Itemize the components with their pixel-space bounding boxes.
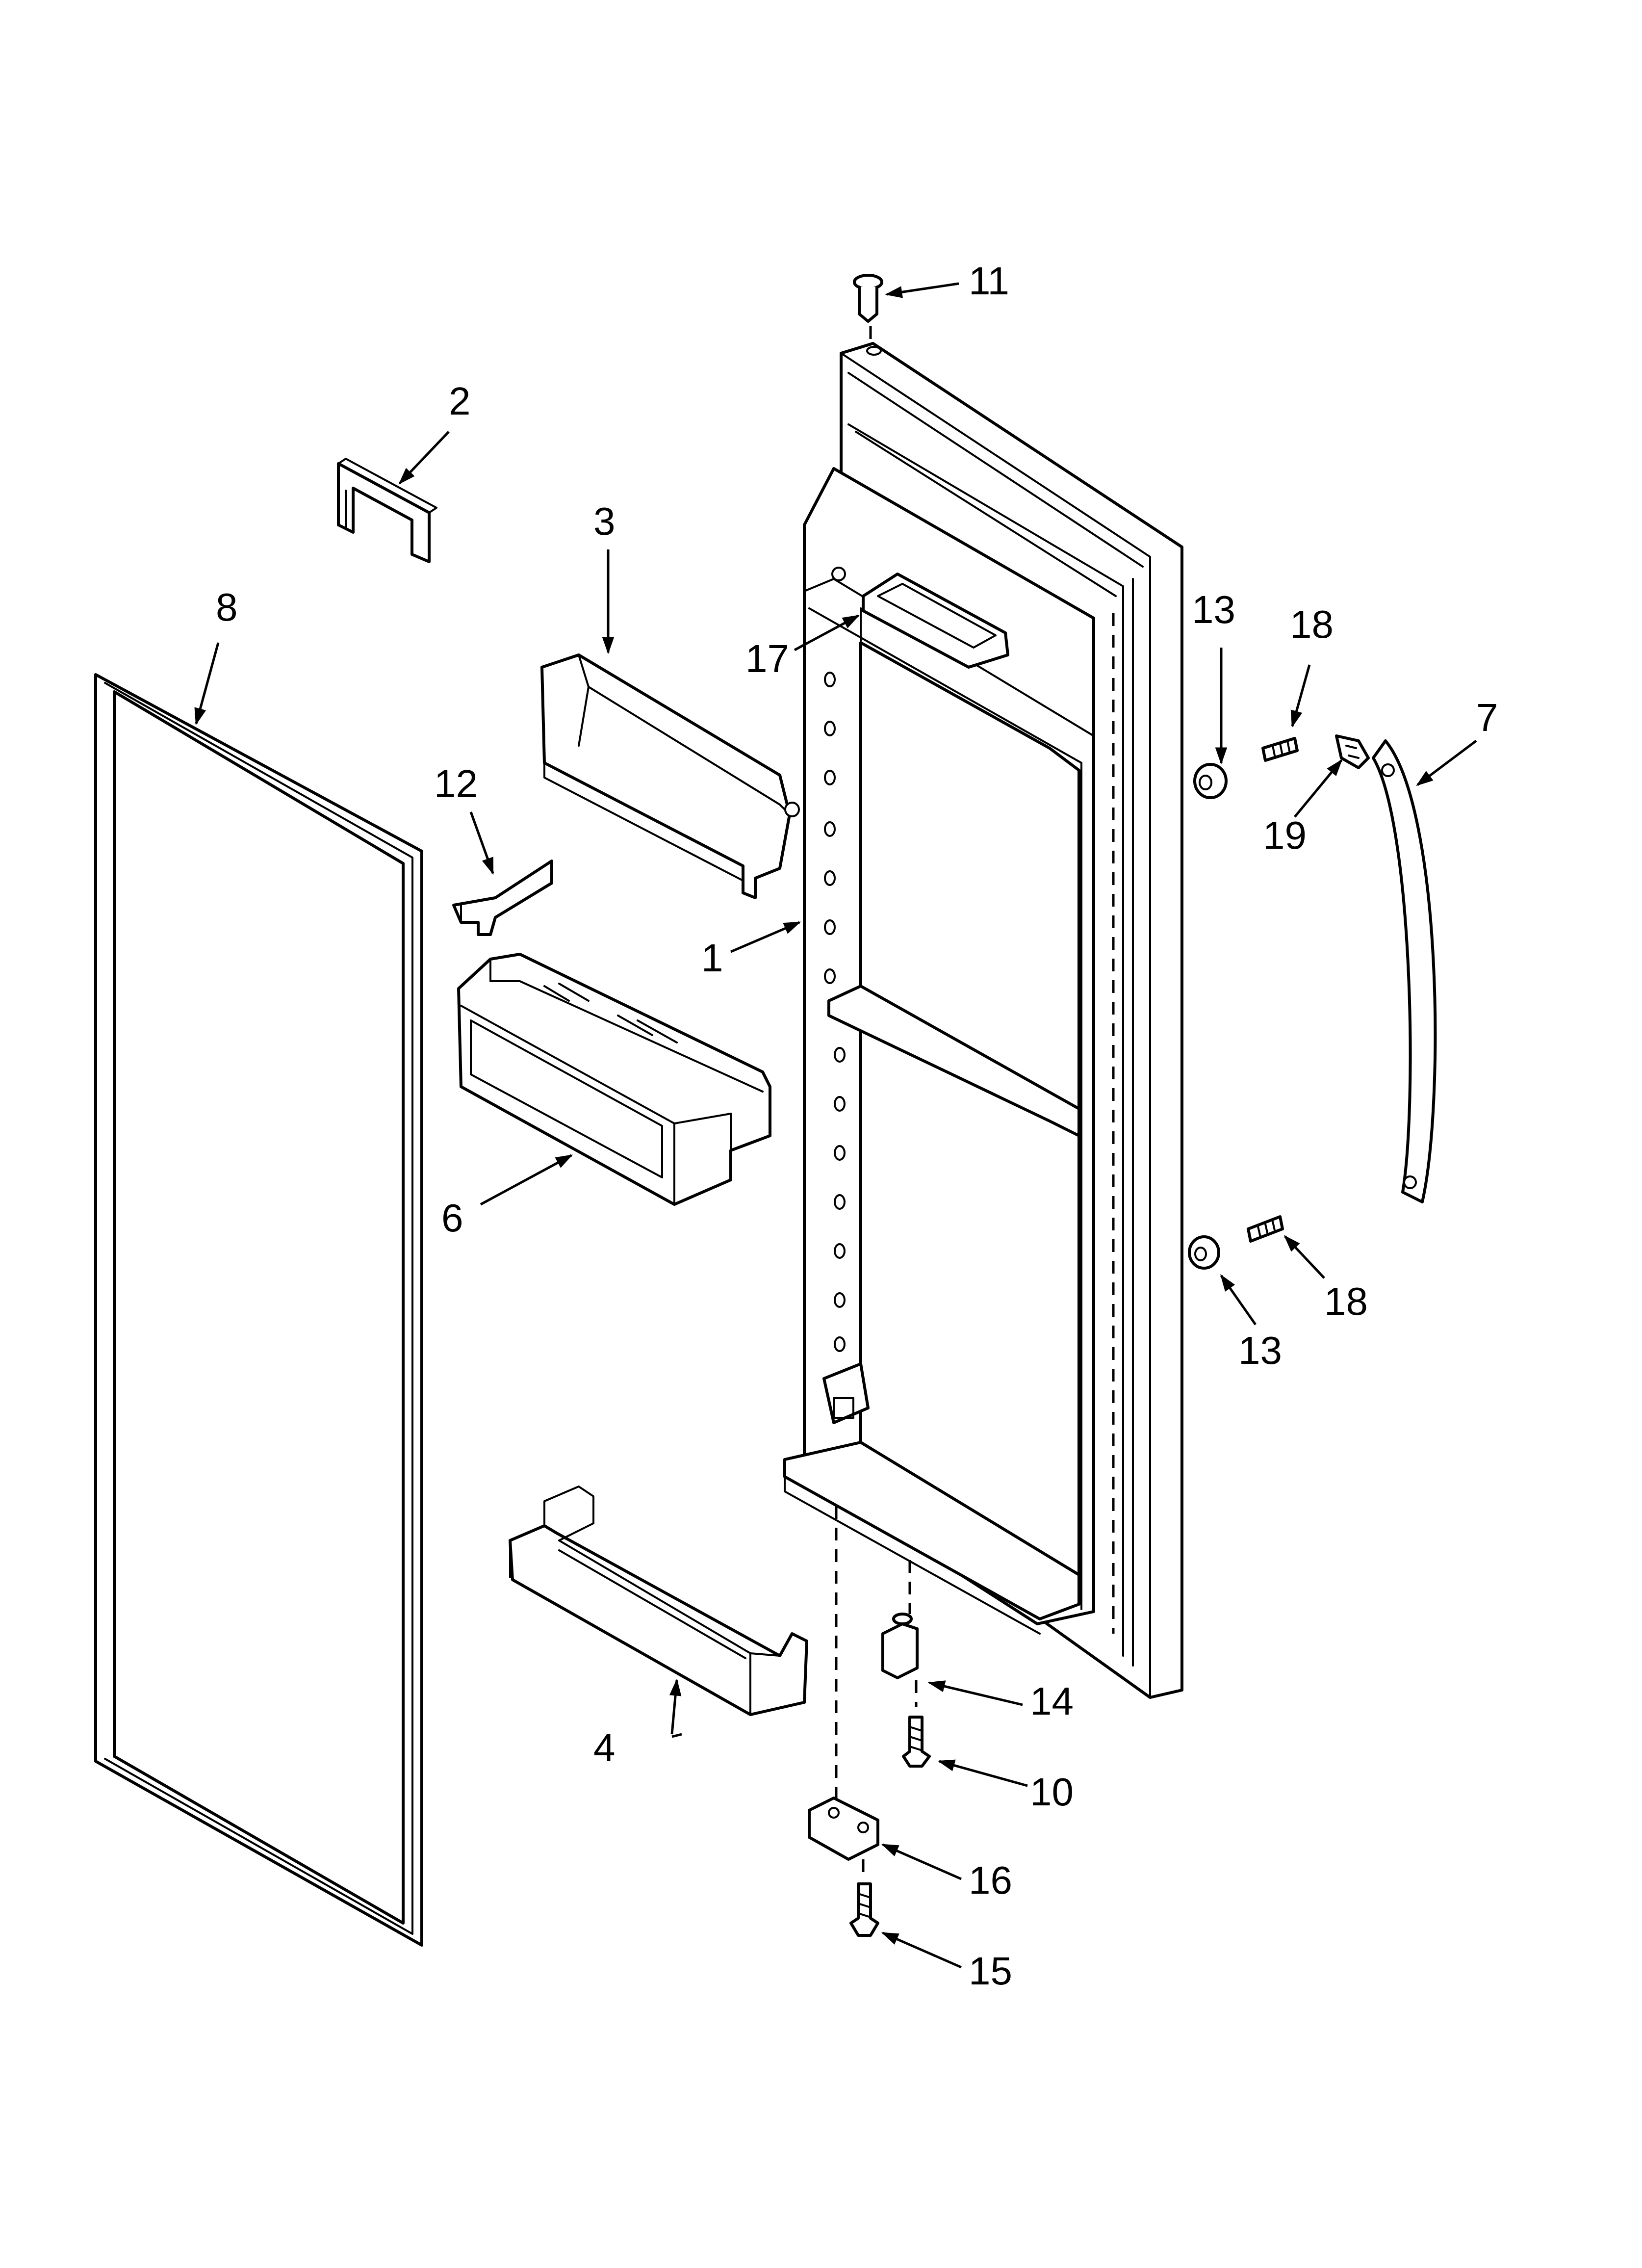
callout-15: 15 [969,1949,1012,1993]
top-hinge-pin [853,274,883,343]
callout-10: 10 [1030,1770,1074,1814]
door-clip [337,458,437,563]
door-gasket [94,673,423,1947]
door-handle [1372,739,1437,1203]
callout-labels: 11 2 3 8 17 13 18 7 12 19 1 6 18 13 14 4… [216,259,1498,1993]
door-panel [783,342,1183,1699]
callout-6: 6 [441,1196,463,1240]
callout-7: 7 [1476,696,1498,739]
callout-16: 16 [969,1858,1012,1902]
callout-17: 17 [745,637,789,680]
handle-spacer-bottom [1188,1235,1220,1270]
handle-screw-19 [1335,734,1370,769]
dairy-compartment-door [540,653,800,899]
handle-screw-bottom [1247,1215,1284,1243]
bin-bracket [452,860,553,936]
callout-12: 12 [434,762,478,806]
bottom-door-shelf [509,1486,808,1716]
callout-3: 3 [593,499,616,543]
callout-18-bottom: 18 [1324,1279,1368,1323]
callout-14: 14 [1030,1679,1074,1723]
callout-13-top: 13 [1192,588,1235,631]
handle-screw-top [1261,737,1299,762]
callout-1: 1 [701,936,723,980]
upper-tray [831,567,1009,669]
callout-18-top: 18 [1290,602,1334,646]
callout-2: 2 [449,379,471,423]
door-bin [457,953,771,1206]
callout-19: 19 [1263,813,1307,857]
leader-lines [194,282,1477,1969]
liner-holes [824,672,846,1352]
callout-8: 8 [216,585,238,629]
handle-spacer-top [1193,763,1228,799]
callout-4: 4 [593,1726,616,1770]
bottom-hinge-assembly [808,1506,931,1937]
callout-13-bottom: 13 [1238,1329,1282,1372]
callout-11: 11 [969,259,1009,303]
